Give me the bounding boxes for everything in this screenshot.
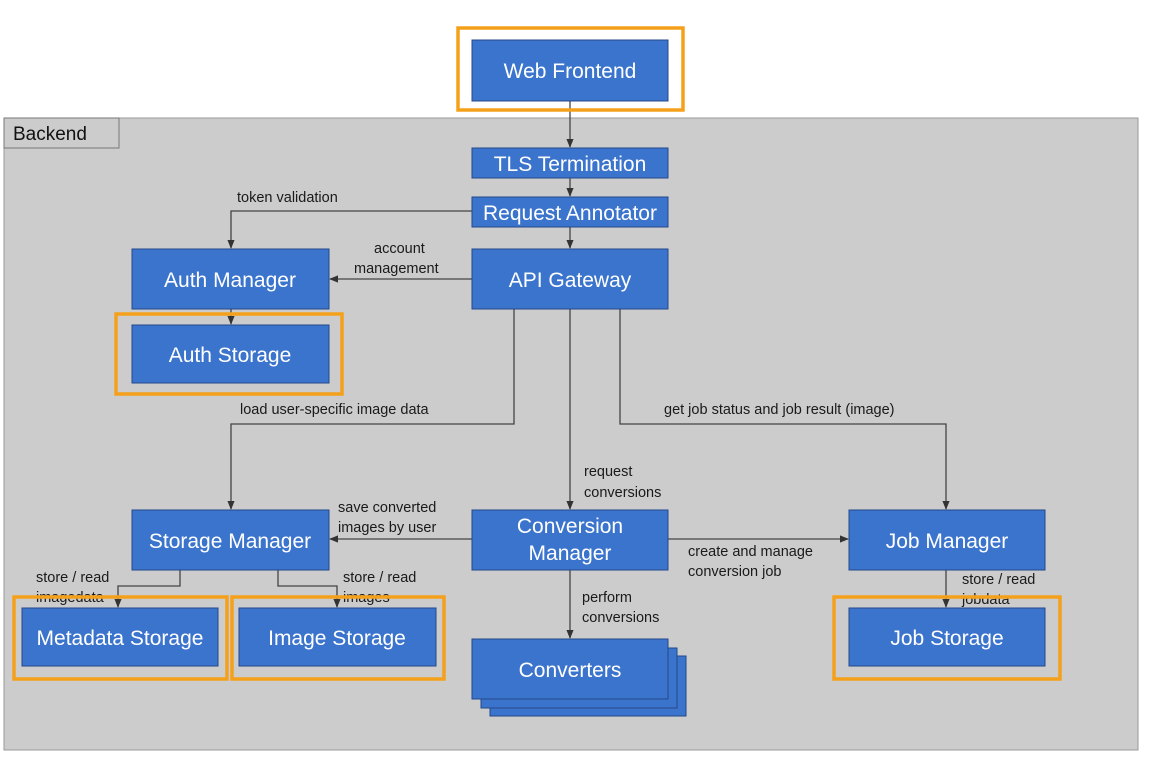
node-storage-manager: Storage Manager xyxy=(131,509,330,571)
node-storage-manager-label: Storage Manager xyxy=(149,530,311,553)
node-job-manager: Job Manager xyxy=(848,509,1046,571)
highlight-job-storage xyxy=(832,595,1062,681)
highlight-image-storage xyxy=(230,595,446,681)
label-imagedata-line1: store / read xyxy=(36,570,109,586)
label-jobdata-line1: store / read xyxy=(962,572,1035,588)
label-save-line2: images by user xyxy=(338,520,436,536)
node-request-annotator: Request Annotator xyxy=(471,196,669,228)
label-perform-line1: perform xyxy=(582,590,632,606)
label-token-validation: token validation xyxy=(237,190,338,206)
node-tls-termination: TLS Termination xyxy=(471,147,669,179)
node-job-storage: Job Storage xyxy=(848,607,1046,667)
node-auth-manager-label: Auth Manager xyxy=(164,269,296,292)
highlight-web-frontend xyxy=(456,26,685,112)
label-create-line1: create and manage xyxy=(688,544,813,560)
node-image-storage-label: Image Storage xyxy=(268,627,406,650)
node-converters-stack: Converters xyxy=(471,638,687,717)
node-conversion-manager-label-2: Manager xyxy=(529,542,612,565)
node-metadata-storage: Metadata Storage xyxy=(21,607,219,667)
node-request-annotator-label: Request Annotator xyxy=(483,202,657,225)
node-job-storage-label: Job Storage xyxy=(890,627,1003,650)
label-load-image-data: load user-specific image data xyxy=(240,402,430,418)
label-get-job-status: get job status and job result (image) xyxy=(664,402,895,418)
node-job-manager-label: Job Manager xyxy=(886,530,1009,553)
node-conversion-manager: Conversion Manager xyxy=(471,509,669,571)
label-request-line2: conversions xyxy=(584,485,661,501)
node-web-frontend-label: Web Frontend xyxy=(504,60,637,83)
highlight-auth-storage xyxy=(114,312,344,396)
node-image-storage: Image Storage xyxy=(238,607,437,667)
node-web-frontend: Web Frontend xyxy=(471,39,669,102)
node-auth-storage-label: Auth Storage xyxy=(169,344,292,367)
node-conversion-manager-label-1: Conversion xyxy=(517,515,623,538)
node-api-gateway-label: API Gateway xyxy=(509,269,632,292)
backend-label: Backend xyxy=(13,124,87,145)
label-create-line2: conversion job xyxy=(688,564,782,580)
node-auth-manager: Auth Manager xyxy=(131,248,330,310)
converters-stack-front xyxy=(471,638,669,700)
node-auth-storage: Auth Storage xyxy=(131,324,330,384)
backend-label-box xyxy=(3,117,120,149)
label-images-line1: store / read xyxy=(343,570,416,586)
label-jobdata-line2: jobdata xyxy=(961,592,1011,608)
edge-load-image-data xyxy=(227,309,515,510)
label-account-line1: account xyxy=(374,241,425,257)
highlight-metadata-storage xyxy=(12,595,229,681)
node-api-gateway: API Gateway xyxy=(471,248,669,310)
label-save-line1: save converted xyxy=(338,500,436,516)
node-metadata-storage-label: Metadata Storage xyxy=(37,627,204,650)
edge-get-job-status xyxy=(619,309,950,510)
node-converters-label: Converters xyxy=(519,659,622,682)
edge-token-validation xyxy=(227,210,472,249)
node-tls-termination-label: TLS Termination xyxy=(494,153,647,176)
label-perform-line2: conversions xyxy=(582,610,659,626)
label-account-line2: management xyxy=(354,261,439,277)
label-request-line1: request xyxy=(584,464,632,480)
